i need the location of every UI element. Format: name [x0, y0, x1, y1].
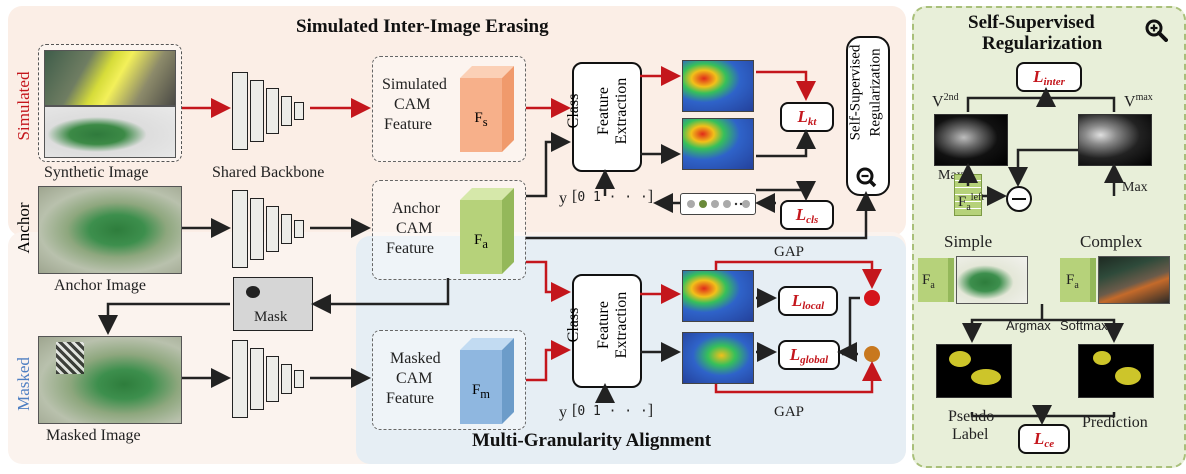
fa-sub: a [482, 237, 488, 251]
fm-symbol: F [471, 382, 481, 398]
anchor-feature-label-3: Feature [386, 240, 434, 257]
multi-granularity-title: Multi-Granularity Alignment [472, 430, 712, 451]
anchor-image [38, 186, 182, 274]
pseudo-label-caption-2: Label [952, 426, 989, 443]
gap-circle-red [864, 290, 880, 306]
fm-sub: m [480, 387, 491, 401]
fs-symbol: F [474, 110, 483, 126]
gap-label-top: GAP [774, 244, 805, 260]
cam-heatmap-simulated [682, 60, 754, 112]
v2nd-label: V2nd [932, 92, 959, 111]
fa-cube-complex [1060, 258, 1096, 302]
gap-circle-orange [864, 346, 880, 362]
cam-heatmap-anchor-bottom [682, 270, 754, 322]
ssr-title-line1: Self-Supervised [968, 12, 1095, 33]
label-bits-bottom: 0 1 · · · [577, 404, 648, 419]
label-y-top: y [559, 190, 567, 207]
feature-cube-masked: Fm [460, 338, 518, 424]
simulated-feature-label-2: CAM [394, 96, 431, 113]
anchor-feature-label-2: CAM [396, 220, 433, 237]
ssr-magnifier-icon [855, 166, 877, 188]
argmax-label: Argmax [1006, 318, 1051, 333]
loss-cls: Lcls [780, 200, 834, 230]
simple-image [956, 256, 1028, 304]
fa-simple-label: Fa [922, 272, 935, 291]
anchor-feature-label-1: Anchor [392, 200, 440, 217]
prediction-map [1078, 344, 1154, 398]
backbone-anchor [232, 190, 322, 270]
label-vector-top: [0 1 · · ·] [572, 188, 654, 205]
subtract-circle [1006, 186, 1032, 212]
simple-label: Simple [944, 232, 993, 251]
label-vector-bottom: [0 1 · · ·] [572, 402, 654, 419]
vmax-map [1078, 114, 1152, 166]
fa-symbol: F [474, 232, 483, 248]
vmax-label: Vmax [1124, 92, 1153, 111]
synthetic-image-top [44, 50, 176, 106]
feature-cube-simulated: Fs [460, 66, 518, 152]
ssr-title-line2: Regularization [982, 33, 1103, 54]
fa-complex-label: Fa [1066, 272, 1079, 291]
loss-global: Lglobal [778, 340, 840, 370]
simulated-section-title: Simulated Inter-Image Erasing [296, 16, 549, 37]
softmax-label: Softmax [1060, 318, 1108, 333]
max-label-right: Max [1122, 180, 1148, 195]
backbone-masked [232, 340, 322, 420]
loss-local: Llocal [778, 286, 838, 316]
masked-checker-patch [56, 342, 84, 374]
mask-blob [246, 286, 260, 298]
synthetic-image-caption: Synthetic Image [44, 164, 149, 181]
complex-label: Complex [1080, 232, 1143, 251]
fa-cube-simple [918, 258, 954, 302]
prediction-caption: Prediction [1082, 414, 1148, 431]
v2nd-map [934, 114, 1008, 166]
loss-kt: Lkt [780, 102, 834, 132]
label-y-bottom: y [559, 404, 567, 421]
shared-backbone-caption: Shared Backbone [212, 164, 325, 181]
masked-feature-label-1: Masked [390, 350, 441, 367]
anchor-image-caption: Anchor Image [54, 277, 146, 294]
label-bits-top: 0 1 · · · [577, 190, 648, 205]
cam-heatmap-masked [682, 332, 754, 384]
pseudo-label-map [936, 344, 1012, 398]
masked-feature-label-3: Feature [386, 390, 434, 407]
backbone-simulated [232, 72, 322, 152]
mask-label: Mask [254, 309, 288, 325]
masked-feature-label-2: CAM [396, 370, 433, 387]
fs-sub: s [482, 115, 488, 129]
simulated-feature-label-1: Simulated [382, 76, 447, 93]
gap-label-bottom: GAP [774, 404, 805, 420]
magnifier-plus-icon[interactable] [1144, 18, 1168, 42]
simulated-feature-label-3: Feature [384, 116, 432, 133]
synthetic-image-bottom [44, 106, 176, 158]
feature-cube-anchor: Fa [460, 188, 518, 274]
cam-heatmap-anchor-top [682, 118, 754, 170]
loss-ce: Lce [1018, 424, 1070, 454]
masked-image-caption: Masked Image [46, 427, 141, 444]
prototype-dots [680, 193, 756, 215]
complex-image [1098, 256, 1170, 304]
fa-left-label: Faleft [958, 192, 985, 213]
